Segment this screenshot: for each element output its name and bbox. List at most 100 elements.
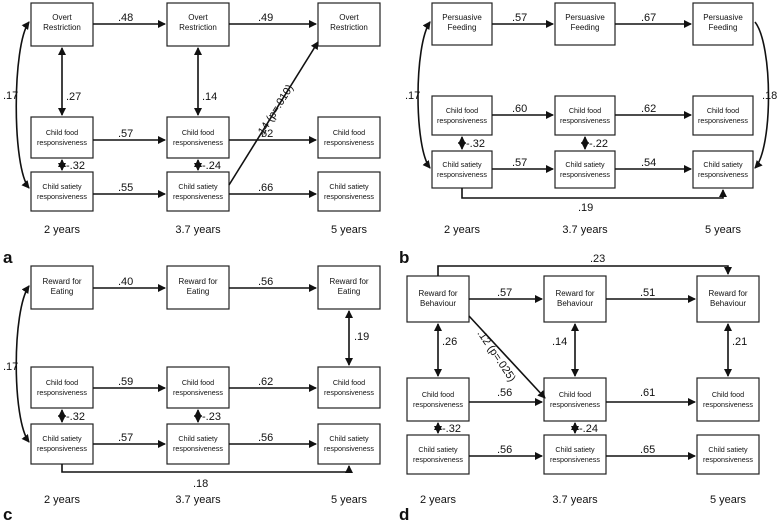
- time-label-a-5y: 5 years: [331, 224, 368, 236]
- path-c-r1-s1-curve: [15, 285, 30, 443]
- coef-d-r2-f2: .14: [552, 336, 567, 348]
- panel-label-c: c: [3, 505, 12, 524]
- path-d-r1-r3-top: [437, 265, 732, 276]
- coef-b-r3-s3: .18: [762, 90, 777, 102]
- path-c-s1-s3-bottom: [61, 464, 353, 473]
- panel-label-a: a: [3, 248, 13, 267]
- coef-b-f1-f2: .60: [512, 103, 527, 115]
- coef-a-s2-s3: .66: [258, 182, 273, 194]
- coef-c-r1-s1: .17: [3, 361, 18, 373]
- coef-a-f2-f3: .62: [258, 128, 273, 140]
- coef-a-r1-f1: .27: [66, 91, 81, 103]
- path-b-s1-s3-bottom: [461, 188, 727, 199]
- path-b-r1-s1-curve: [417, 21, 431, 169]
- coef-c-s1-s2: .57: [118, 432, 133, 444]
- coef-b-f2-f3: .62: [641, 103, 656, 115]
- time-label-b-3-7y: 3.7 years: [562, 224, 608, 236]
- coef-d-diagonal: .12 (p=.025): [475, 328, 518, 384]
- coef-d-r1-f1: .26: [442, 336, 457, 348]
- time-label-d-5y: 5 years: [710, 494, 747, 506]
- path-a-s2-r3-diagonal: [228, 41, 319, 186]
- coef-c-f1-f2: .59: [118, 376, 133, 388]
- coef-d-r2-r3: .51: [640, 287, 655, 299]
- time-label-a-2y: 2 years: [44, 224, 81, 236]
- coef-c-r1-r2: .40: [118, 276, 133, 288]
- panel-label-b: b: [399, 248, 409, 267]
- coef-d-f1-s1: -.32: [442, 423, 461, 435]
- coef-a-r2-f2: .14: [202, 91, 217, 103]
- coef-c-f2-s2: -.23: [202, 411, 221, 423]
- coef-d-r1-r3: .23: [590, 253, 605, 265]
- coef-d-f1-f2: .56: [497, 387, 512, 399]
- coef-d-f2-f3: .61: [640, 387, 655, 399]
- coef-c-r3-f3: .19: [354, 331, 369, 343]
- coef-c-s2-s3: .56: [258, 432, 273, 444]
- path-a-r1-s1-curve: [15, 21, 30, 189]
- coef-b-s1-s3: .19: [578, 202, 593, 214]
- panel-label-d: d: [399, 505, 409, 524]
- coef-c-r2-r3: .56: [258, 276, 273, 288]
- coef-b-r2-r3: .67: [641, 12, 656, 24]
- time-label-c-2y: 2 years: [44, 494, 81, 506]
- time-label-d-3-7y: 3.7 years: [552, 494, 598, 506]
- coef-b-r1-s1: .17: [405, 90, 420, 102]
- time-label-c-3-7y: 3.7 years: [175, 494, 221, 506]
- coef-a-f2-s2: -.24: [202, 160, 221, 172]
- coef-c-f2-f3: .62: [258, 376, 273, 388]
- coef-a-r2-r3: .49: [258, 12, 273, 24]
- coef-a-f1-f2: .57: [118, 128, 133, 140]
- time-label-d-2y: 2 years: [420, 494, 457, 506]
- coef-b-f1-s1: -.32: [466, 138, 485, 150]
